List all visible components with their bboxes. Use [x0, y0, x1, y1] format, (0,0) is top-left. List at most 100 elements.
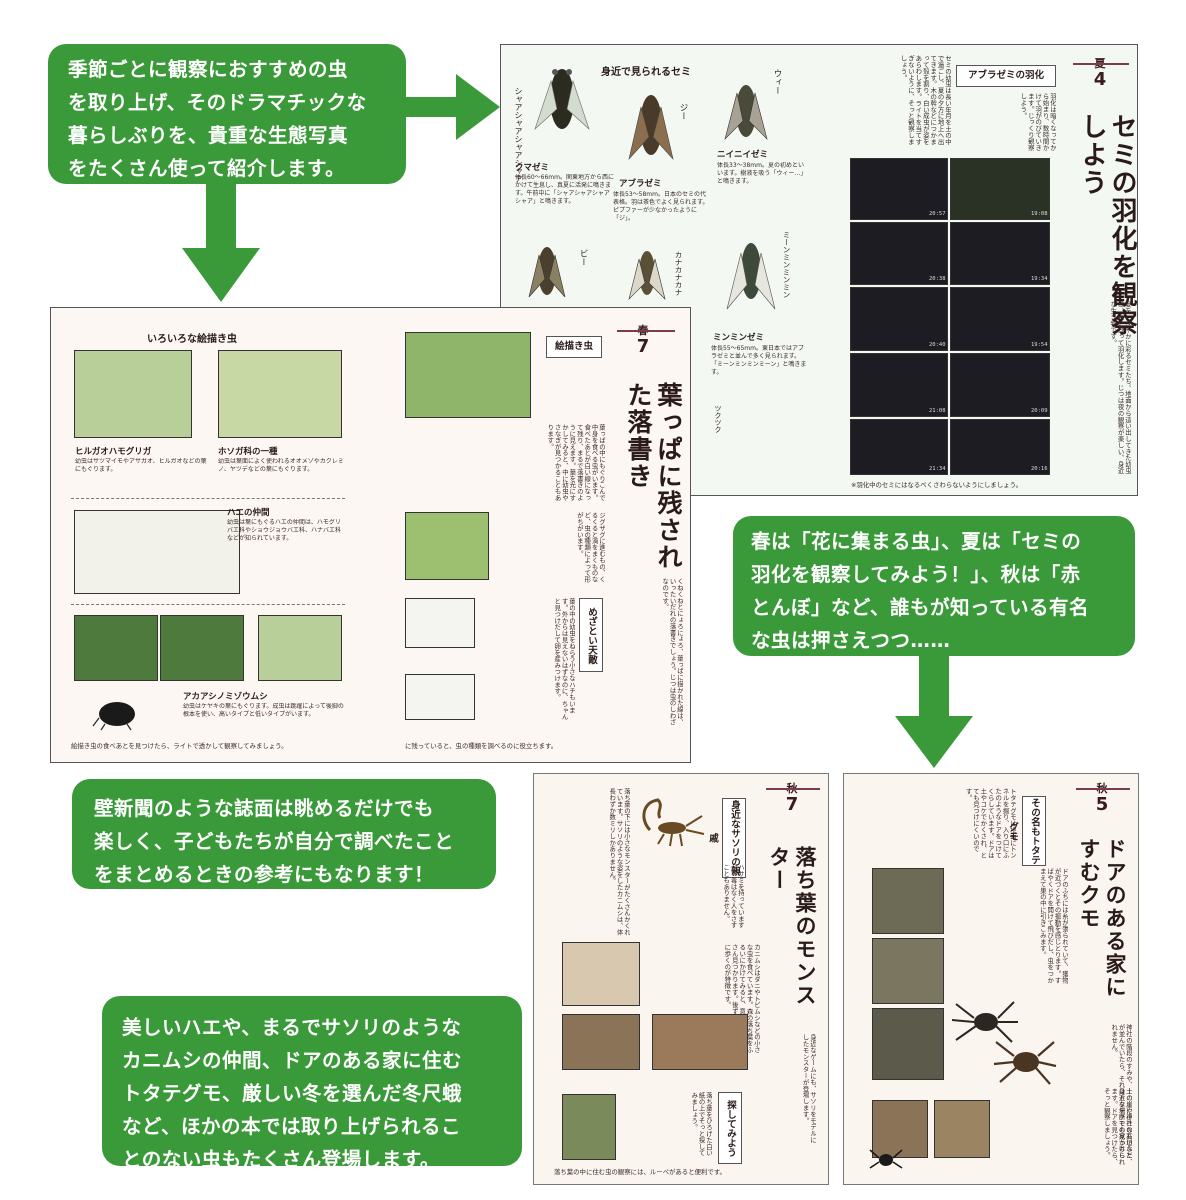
section-head-leafminers: いろいろな絵描き虫: [147, 334, 237, 345]
season-number: 7: [636, 336, 650, 357]
box-head-emergence: アブラゼミの羽化: [956, 65, 1056, 87]
box-head-enemy: めざとい天敵: [579, 598, 603, 672]
callout-line: とのない虫もたくさん登場します。: [122, 1148, 440, 1171]
spider-icon: [869, 1149, 903, 1169]
emergence-photo: [950, 158, 1050, 220]
spring-spread: いろいろな絵描き虫 ヒルガオハモグリガ 幼虫はサツマイモやアサガオ、ヒルガオなど…: [50, 307, 691, 763]
divider: [71, 498, 345, 499]
species-name: ホソガ科の一種: [218, 447, 278, 457]
body-text: くねくねとにょろにょろ、葉っぱに描かれた線は、いったいだれの落書きでしょう。じつ…: [661, 578, 683, 726]
callout-top-left: 季節ごとに観察におすすめの虫 を取り上げ、そのドラマチックな 暮らしぶりを、貴重…: [48, 44, 406, 184]
cicada-name: ミンミンゼミ: [713, 333, 765, 343]
burrow-photo: [934, 1100, 990, 1158]
cicada-icon: [528, 247, 566, 298]
season-rule: [617, 330, 675, 332]
leaf-photo: [405, 512, 489, 580]
season-number: 4: [1093, 69, 1107, 90]
parasite-photo: [405, 598, 475, 648]
leaf-photo: [258, 615, 342, 681]
season-tag: 夏 4: [1079, 55, 1121, 89]
callout-line: をたくさん使って紹介します。: [68, 157, 346, 180]
body-text: 葉の中の幼虫をねらう小さなハチもいます。外からは見えないはずなのに、ちゃんと見つ…: [553, 598, 575, 720]
season-tag: 春 7: [623, 322, 663, 356]
box-head-search: 探してみよう: [718, 1092, 742, 1164]
callout-right-mid: 春は「花に集まる虫」、夏は「セミの 羽化を観察してみよう！」、秋は「赤 とんぼ」…: [733, 516, 1135, 656]
cicada-icon: [724, 85, 768, 140]
cicada-call: ミーンミンミンミン: [782, 231, 791, 299]
emergence-photo: [850, 222, 948, 285]
cicada-icon: [628, 251, 666, 300]
body-text: 羽化は暗くなってから始まり、数時間かけて羽がのびていきます。じっくり観察しよう。: [1019, 93, 1056, 151]
time-stamp: 20:38: [929, 276, 946, 282]
cicada-call: ツクツク: [714, 405, 722, 433]
body-text: 身近なゲームにも、サソリをモデルにしたモンスターが登場します。: [801, 1034, 816, 1143]
pseudoscorpion-photo: [562, 942, 640, 1006]
species-desc: 幼虫は葉面によく使われるオオメゾやカクレミノ、ヤツデなどの葉にもぐります。: [218, 458, 344, 473]
pseudoscorpion-photo: [562, 1014, 640, 1070]
body-text: ジグザグに進むもの、くるくると渦をまくものなど、虫の種類によって形がちがいます。: [575, 512, 605, 583]
burrow-photo: [872, 1008, 944, 1080]
callout-line: 美しいハエや、まるでサソリのような: [122, 1016, 462, 1039]
callout-line: 羽化を観察してみよう！」、秋は「赤: [751, 563, 1081, 586]
emergence-photo: [950, 419, 1050, 475]
body-text: 葉っぱの中にもぐりこんで中身を食べる虫がいます。食べたあとが白い線になって残り、…: [546, 424, 605, 501]
body-text: 落ち葉をひろげた白い紙の上でそっと探してみましょう。: [690, 1092, 712, 1156]
callout-line: など、ほかの本では取り上げられるこ: [122, 1115, 462, 1138]
cicada-desc: 体長53〜58mm。日本のセミの代表格。羽は茶色でよく見られます。ピプファーが少…: [613, 191, 709, 222]
callout-line: 暮らしぶりを、貴重な生態写真: [68, 124, 349, 147]
time-stamp: 20:40: [929, 342, 946, 348]
time-stamp: 20:16: [1031, 466, 1048, 472]
larva-photo: [74, 615, 158, 681]
time-stamp: 19:34: [1031, 276, 1048, 282]
cicada-call: ビー: [578, 249, 588, 266]
time-stamp: 21:08: [929, 408, 946, 414]
species-name: アカアシノミゾウムシ: [183, 692, 268, 702]
burrow-photo: [872, 938, 944, 1004]
emergence-photo: [850, 353, 948, 417]
body-text: 神社の階段のすみや、土の崖に小さな丸いふたが並んでいたら、それはトタテグモの家か…: [1110, 1024, 1132, 1159]
page-title: ドアのある家にすむクモ: [1077, 838, 1127, 999]
pseudoscorpion-photo: [652, 1014, 748, 1070]
scorpion-icon: [642, 798, 705, 847]
arrow-down-to-spring: [182, 180, 260, 302]
body-text: ハサミを持っていますが、毒はなく人をさすこともありません。: [722, 864, 744, 928]
body-text: 夏をにぎやかに彩るセミたち。地面から這い出してきた幼虫は、木に登って羽化します。…: [1109, 301, 1131, 474]
species-desc: 幼虫はケヤキの葉にもぐります。成虫は跳躍によって後脚の根本を使い、高いタイプと低…: [183, 703, 344, 718]
body-text: カニムシはダニやトビムシなどの小さな虫を食べています。森の落ち葉をふるいにかけて…: [723, 944, 760, 1053]
callout-line: な虫は押さえつつ……: [751, 629, 951, 652]
cicada-name: アブラゼミ: [619, 179, 662, 189]
footer-text: ※羽化中のセミにはなるべくさわらないようにしましょう。: [851, 481, 1022, 489]
leaf-photo: [74, 510, 240, 594]
cicada-desc: 体長33〜38mm。夏の初めといいます。樹液を吸う「ウィー…」と鳴きます。: [717, 162, 807, 185]
species-desc: 幼虫は葉にもぐるハエの仲間は、ハモグリバエ科やショウジョウバエ科、ハナバエ科など…: [227, 519, 342, 542]
callout-line: とんぼ」など、誰もが知っている有名: [751, 596, 1090, 619]
footer-text: に残っていると、虫の種類を調べるのに役立ちます。: [405, 742, 558, 750]
emergence-photo: [950, 353, 1050, 417]
weevil-icon: [92, 702, 135, 731]
callout-line: カニムシの仲間、ドアのある家に住む: [122, 1049, 463, 1072]
callout-line: トタテグモ、厳しい冬を選んだ冬尺蛾: [122, 1082, 463, 1105]
cicada-call: シャアシャアシャアシャア: [514, 87, 523, 183]
callout-left-mid: 壁新聞のような誌面は眺めるだけでも 楽しく、子どもたちが自分で調べたこと をまと…: [72, 779, 496, 889]
footer-text: 絵描き虫の食べあとを見つけたら、ライトで透かして観察してみましょう。: [71, 742, 288, 750]
cicada-desc: 体長55〜65mm。東日本ではアブラゼミと並んで多く見られます。「ミーンミンミン…: [711, 345, 807, 376]
box-head-trapdoor: その名もトタテグモ: [1007, 796, 1046, 866]
cicada-call: ウィー: [772, 69, 782, 95]
box-head-scorpion: 身近なサソリの親戚: [707, 798, 746, 878]
species-name: ヒルガオハモグリガ: [75, 447, 152, 457]
cicada-icon: [726, 243, 776, 310]
leaf-photo: [405, 332, 531, 418]
autumn5-page: 秋 5 ドアのある家にすむクモ その名もトタテグモ トタテグモは地面にトンネルを…: [843, 773, 1139, 1185]
burrow-photo: [872, 1100, 928, 1158]
body-text: セミの幼虫は長い年月を土の中で過ごし、夏の夕方に地上へ出てきます。木の幹などにつ…: [899, 55, 951, 145]
arrow-down-to-autumn: [895, 652, 973, 768]
time-stamp: 19:54: [1031, 342, 1048, 348]
cicada-call: ジー: [678, 103, 688, 120]
burrow-photo: [872, 868, 944, 934]
cicada-icon: [534, 69, 590, 130]
page-title: 落ち葉のモンスター: [767, 846, 817, 1007]
season-rule: [1076, 788, 1130, 790]
body-text: 土の崖や神社の石垣など、身近な場所でも見つけられます。ドアを見つけたら、そっと観…: [1102, 1088, 1132, 1165]
person-photo: [562, 1094, 616, 1160]
emergence-photo: [850, 158, 948, 220]
